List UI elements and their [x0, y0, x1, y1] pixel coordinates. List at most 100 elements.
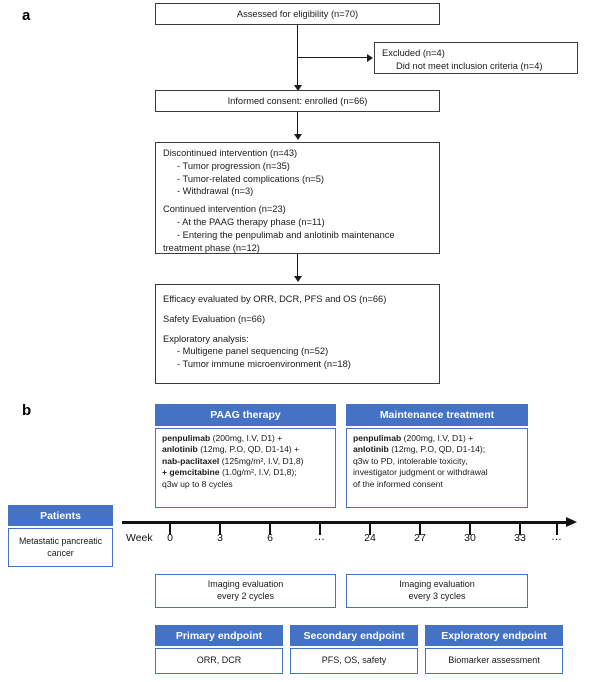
arrowhead-to-discontinued [293, 134, 302, 140]
continued-item-1: - At the PAAG therapy phase (n=11) [177, 217, 325, 228]
patients-body-label: Metastatic pancreatic cancer [18, 535, 103, 558]
continued-title: Continued intervention (n=23) [163, 204, 286, 215]
paag-drug-3-detail: (125mg/m², I.V, D1,8) [219, 455, 304, 466]
timeline-tick-8 [556, 523, 558, 535]
arrowhead-to-excluded [367, 53, 373, 62]
paag-drug-2-line: anlotinib (12mg, P.O, QD, D1-14) + [162, 444, 329, 455]
discontinued-item-3: - Withdrawal (n=3) [177, 186, 254, 197]
connector-assessed-to-consent [297, 25, 299, 88]
primary-endpoint-header-label: Primary endpoint [175, 629, 263, 642]
panel-a-letter: a [22, 7, 31, 24]
timeline-axis [122, 521, 567, 524]
assessed-eligibility-text: Assessed for eligibility (n=70) [236, 8, 359, 19]
discontinued-item-2: - Tumor-related complications (n=5) [177, 173, 324, 184]
maintenance-line-4: investigator judgment or withdrawal [353, 467, 488, 478]
imaging-right-line-1: Imaging evaluation [399, 579, 475, 590]
maintenance-line-3: q3w to PD, intolerable toxicity, [353, 455, 468, 466]
connector-intervention-to-efficacy [297, 254, 299, 279]
excluded-reason: Did not meet inclusion criteria (n=4) [396, 60, 543, 71]
paag-drug-4-detail: (1.0g/m², I.V, D1,8); [219, 467, 297, 478]
paag-therapy-body: penpulimab (200mg, I.V, D1) + anlotinib … [155, 428, 336, 508]
continued-item-2: - Entering the penpulimab and anlotinib … [177, 229, 395, 240]
paag-schedule: q3w up to 8 cycles [162, 478, 233, 489]
discontinued-title: Discontinued intervention (n=43) [163, 148, 298, 158]
arrowhead-to-consent [293, 85, 302, 91]
paag-drug-2-name: anlotinib [162, 444, 198, 455]
maintenance-drug-2-name: anlotinib [353, 444, 389, 455]
discontinued-item-1: - Tumor progression (n=35) [177, 160, 290, 171]
timeline-label-5: 27 [414, 532, 426, 544]
flow-box-assessed-eligibility: Assessed for eligibility (n=70) [155, 3, 440, 25]
timeline-label-6: 30 [464, 532, 476, 544]
panel-b-letter: b [22, 402, 32, 419]
patients-header-label: Patients [40, 509, 81, 522]
timeline-tick-3 [319, 523, 321, 535]
imaging-evaluation-right: Imaging evaluation every 3 cycles [346, 574, 528, 608]
secondary-endpoint-header-label: Secondary endpoint [303, 629, 405, 642]
imaging-evaluation-left: Imaging evaluation every 2 cycles [155, 574, 336, 608]
paag-drug-2-detail: (12mg, P.O, QD, D1-14) + [197, 444, 300, 455]
connector-to-excluded [297, 57, 368, 59]
maintenance-line-5: of the informed consent [353, 478, 443, 489]
primary-endpoint-header: Primary endpoint [155, 625, 283, 646]
exploratory-item-2: - Tumor immune microenvironment (n=18) [177, 359, 351, 370]
paag-drug-1-name: penpulimab [162, 433, 211, 443]
connector-consent-to-discontinued [297, 112, 299, 137]
secondary-endpoint-body-label: PFS, OS, safety [321, 655, 387, 666]
exploratory-endpoint-header: Exploratory endpoint [425, 625, 563, 646]
maintenance-treatment-header-label: Maintenance treatment [379, 409, 495, 421]
paag-drug-4-line: + gemcitabine (1.0g/m², I.V, D1,8); [162, 467, 329, 478]
timeline-label-3: … [314, 531, 326, 543]
timeline-tick-4 [369, 523, 371, 535]
flow-box-analysis: Efficacy evaluated by ORR, DCR, PFS and … [155, 284, 440, 384]
flow-box-informed-consent: Informed consent: enrolled (n=66) [155, 90, 440, 112]
paag-therapy-header-label: PAAG therapy [210, 409, 281, 421]
timeline-tick-2 [269, 523, 271, 535]
paag-drug-3-name: nab-paclitaxel [162, 455, 220, 466]
imaging-left-line-2: every 2 cycles [216, 591, 275, 601]
timeline-tick-0 [169, 523, 171, 535]
timeline-tick-7 [519, 523, 521, 535]
paag-drug-3-line: nab-paclitaxel (125mg/m², I.V, D1,8) [162, 456, 329, 467]
maintenance-drug-1-name: penpulimab [353, 433, 402, 443]
patients-header: Patients [8, 505, 113, 526]
timeline-label-7: 33 [514, 532, 526, 544]
timeline-tick-5 [419, 523, 421, 535]
primary-endpoint-body-label: ORR, DCR [196, 655, 242, 666]
arrowhead-to-efficacy [293, 276, 302, 282]
imaging-right-line-2: every 3 cycles [408, 591, 466, 601]
primary-endpoint-body: ORR, DCR [155, 648, 283, 674]
flow-box-excluded: Excluded (n=4) Did not meet inclusion cr… [374, 42, 578, 74]
maintenance-treatment-body: penpulimab (200mg, I.V, D1) + anlotinib … [346, 428, 528, 508]
exploratory-item-1: - Multigene panel sequencing (n=52) [177, 346, 329, 357]
maintenance-drug-1-detail: (200mg, I.V, D1) + [401, 433, 474, 443]
maintenance-drug-2-line: anlotinib (12mg, P.O, QD, D1-14); [353, 444, 521, 455]
timeline-label-4: 24 [364, 532, 376, 544]
paag-therapy-header: PAAG therapy [155, 404, 336, 426]
paag-drug-1-detail: (200mg, I.V, D1) + [210, 433, 283, 443]
exploratory-endpoint-body-label: Biomarker assessment [448, 655, 540, 666]
timeline-label-8: … [551, 531, 563, 543]
analysis-spacer-1 [163, 306, 432, 313]
secondary-endpoint-header: Secondary endpoint [290, 625, 418, 646]
exploratory-endpoint-body: Biomarker assessment [425, 648, 563, 674]
analysis-spacer-2 [163, 326, 432, 333]
maintenance-drug-2-detail: (12mg, P.O, QD, D1-14); [388, 444, 486, 455]
continued-item-2-wrap: treatment phase (n=12) [163, 242, 260, 253]
exploratory-title: Exploratory analysis: [163, 333, 249, 344]
timeline-tick-6 [469, 523, 471, 535]
informed-consent-text: Informed consent: enrolled (n=66) [227, 95, 368, 106]
paag-drug-4-name: + gemcitabine [162, 467, 220, 478]
imaging-left-line-1: Imaging evaluation [207, 579, 284, 590]
exploratory-endpoint-header-label: Exploratory endpoint [441, 629, 547, 642]
timeline-label-2: 6 [267, 532, 273, 544]
timeline-week-label: Week [126, 532, 153, 544]
timeline-arrowhead-icon [566, 516, 577, 527]
excluded-title: Excluded (n=4) [382, 48, 445, 58]
efficacy-text: Efficacy evaluated by ORR, DCR, PFS and … [163, 294, 387, 304]
patients-body: Metastatic pancreatic cancer [8, 528, 113, 567]
timeline-label-0: 0 [167, 532, 173, 544]
timeline-label-1: 3 [217, 532, 223, 544]
flow-box-intervention-status: Discontinued intervention (n=43) - Tumor… [155, 142, 440, 254]
maintenance-treatment-header: Maintenance treatment [346, 404, 528, 426]
